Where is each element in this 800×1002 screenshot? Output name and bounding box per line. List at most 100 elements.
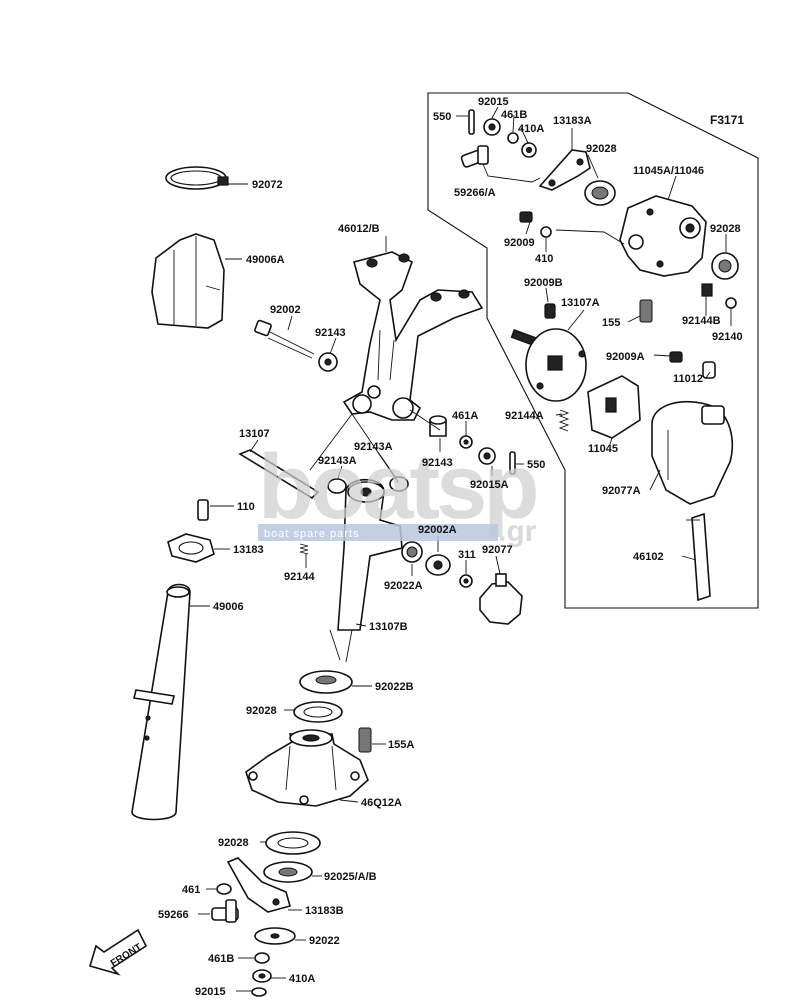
spring-92144B [701,283,713,297]
callout-92143A-right: 92143A [354,441,393,453]
callout-92077: 92077 [482,544,513,556]
washer-92022-bottom [254,927,296,945]
washer-92143A-left [327,478,347,494]
joint-59266A [460,145,489,168]
bolt-155A [358,727,372,753]
washer-92022B [299,670,353,694]
spring-92144 [299,543,309,555]
seal-92028-bottom [265,831,321,855]
cam-disc-13107A [510,328,587,402]
nut-311 [459,574,473,588]
callout-49006A: 49006A [246,254,285,266]
pin-550-mid [509,451,516,475]
washer-461-bottom [216,883,232,895]
seal-92028-right [711,252,739,280]
callout-13183: 13183 [233,544,264,556]
callout-92072: 92072 [252,179,283,191]
knob-11012 [702,361,716,379]
collar-92143-mid [429,415,447,437]
steering-column-49006 [131,583,191,821]
callout-46012A: 46Q12A [361,797,402,809]
nut-410A-top [521,142,537,158]
callout-155A: 155A [388,739,414,751]
callout-92144A: 92144A [505,410,544,422]
callout-410-top: 410 [535,253,553,265]
watermark: boatsp boat spare parts .gr [258,436,540,548]
callout-92077A: 92077A [602,485,641,497]
ball-92140 [725,297,737,309]
nut-410-top [540,226,552,238]
callout-92140: 92140 [712,331,743,343]
lever-46102 [686,512,711,602]
lever-13183A [538,149,591,191]
callout-labels: 550 92015 461B 410A 13183A 92028 59266/A… [158,96,743,998]
pin-550-top [468,109,475,135]
callout-92144B: 92144B [682,315,721,327]
gasket-13183 [167,533,215,563]
callout-92028-right: 92028 [710,223,741,235]
callout-46012B: 46012/B [338,223,380,235]
bolt-92009A [669,351,683,363]
leader-lines [190,106,732,992]
callout-92002A: 92002A [418,524,457,536]
callout-59266-bottom: 59266 [158,909,189,921]
lever-13183B [226,857,291,913]
housing-46012A [245,729,369,807]
nut-410A-bottom [252,969,272,983]
callout-92022B: 92022B [375,681,414,693]
plate-11045 [587,375,641,439]
callout-410A-top: 410A [518,123,544,135]
callout-92028-top: 92028 [586,143,617,155]
watermark-band [258,524,498,541]
seal-92028-top [584,180,616,206]
callout-461B-top: 461B [501,109,527,121]
callout-92015-bottom: 92015 [195,986,226,997]
callout-311: 311 [458,549,476,561]
callout-46102: 46102 [633,551,664,563]
bolt-155-top [639,299,653,323]
spring-92144A [558,409,570,432]
callout-92022-bottom: 92022 [309,935,340,947]
watermark-tld: .gr [498,515,537,548]
callout-550-top: 550 [433,111,451,123]
callout-92143-upper: 92143 [315,327,346,339]
callout-550-mid: 550 [527,459,545,471]
callout-92022A: 92022A [384,580,423,592]
callout-13107B: 13107B [369,621,408,633]
callout-13183A: 13183A [553,115,592,127]
collar-92143-upper [318,352,338,372]
callout-13107A: 13107A [561,297,600,309]
clamp-92072 [165,166,229,190]
callout-92009-top: 92009 [504,237,535,249]
bushing-92015-bottom [251,987,267,997]
callout-13107: 13107 [239,428,270,440]
washer-92143A-right [389,476,409,492]
callout-92009A: 92009A [606,351,645,363]
callout-92015A: 92015A [470,479,509,491]
knob-92077 [479,573,523,625]
housing-11045A [619,195,707,277]
subassembly-frame [427,92,759,609]
collar-92002A [425,554,451,576]
callout-461-bottom: 461 [182,884,200,896]
callout-11045A: 11045A/11046 [633,165,704,177]
bracket-46012B [342,251,484,421]
callout-11012: 11012 [673,373,703,385]
callout-155-top: 155 [602,317,620,329]
seal-92028-low [293,701,343,723]
callout-49006: 49006 [213,601,244,613]
callout-92025: 92025/A/B [324,871,377,883]
front-arrow-icon: FRONT [89,928,148,976]
bushing-92015A [478,447,496,465]
figure-code: F3171 [710,113,744,127]
callout-410A-bottom: 410A [289,973,315,985]
callout-92028-low: 92028 [246,705,277,717]
joint-59266-bottom [211,899,239,923]
callout-92143A-left: 92143A [318,455,357,467]
boot-49006A [151,233,225,329]
bushing-92015-top [483,118,501,136]
callout-92144: 92144 [284,571,315,583]
callout-92015-top: 92015 [478,96,509,108]
callout-92143-mid: 92143 [422,457,453,469]
